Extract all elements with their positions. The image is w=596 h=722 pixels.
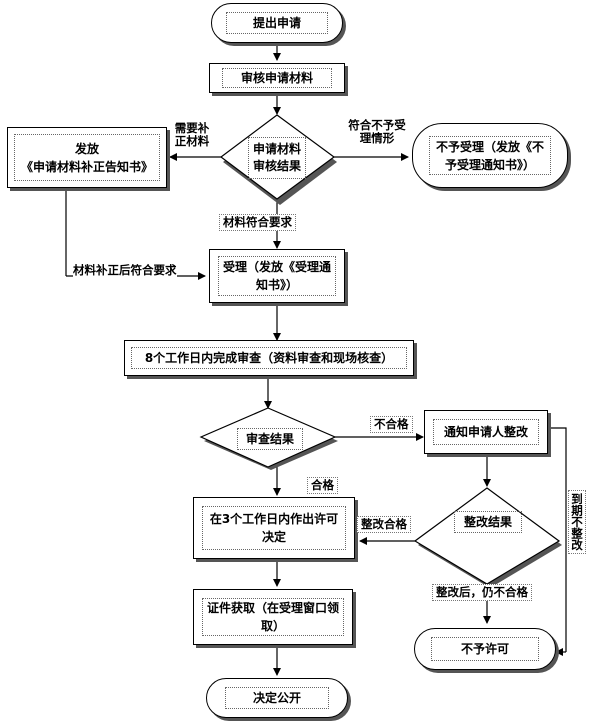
- inspection-result-text: 审查结果: [237, 428, 303, 450]
- accept-notice-text: 受理（发放《受理通知书》）: [218, 256, 336, 296]
- supplemented-ok-label: 材料补正后符合要求: [73, 263, 177, 277]
- supplement-notice-inner: 发放 《申请材料补正告知书》: [14, 134, 160, 181]
- supplement-notice-line2: 《申请材料补正告知书》: [20, 159, 153, 174]
- submit-application-node: 提出申请: [211, 3, 343, 43]
- decision-public-text: 决定公开: [225, 687, 329, 709]
- reject-notice-node: 不予受理（发放《不予受理通知书》）: [412, 123, 568, 188]
- notify-rectify-node: 通知申请人整改: [424, 410, 548, 454]
- deny-license-text: 不予许可: [431, 637, 539, 661]
- passed-label: 合格: [307, 477, 338, 494]
- submit-application-text: 提出申请: [226, 12, 328, 34]
- decision-3-days-text: 在3个工作日内作出许可决定: [202, 506, 346, 550]
- decision-public-node: 决定公开: [206, 678, 348, 718]
- inspection-result-diamond: [199, 407, 337, 468]
- deny-license-node: 不予许可: [414, 628, 556, 670]
- review-8-days-text: 8个工作日内完成审查（资料审查和现场核查）: [131, 347, 407, 369]
- review-materials-text: 审核申请材料: [222, 68, 332, 88]
- review-8-days-node: 8个工作日内完成审查（资料审查和现场核查）: [124, 340, 414, 376]
- rectify-still-failed-label: 整改后，仍不合格: [432, 584, 532, 601]
- edge-notify-overdue-to-deny: [548, 427, 567, 652]
- review-materials-node: 审核申请材料: [209, 63, 345, 93]
- supplement-notice-line1: 发放: [74, 141, 99, 156]
- accept-notice-node: 受理（发放《受理通知书》）: [209, 249, 345, 303]
- failed-label: 不合格: [370, 416, 413, 433]
- review-result-text: 申请材料审核结果: [248, 137, 306, 179]
- overdue-not-rectified-label: 到期不整改: [568, 490, 586, 554]
- decision-3-days-node: 在3个工作日内作出许可决定: [193, 497, 355, 559]
- reject-notice-text: 不予受理（发放《不予受理通知书》）: [429, 136, 551, 175]
- rectify-passed-label: 整改合格: [357, 516, 411, 533]
- rectify-result-label: 整改结果: [463, 514, 512, 529]
- license-pickup-node: 证件获取（在受理窗口领取）: [193, 589, 353, 645]
- license-pickup-text: 证件获取（在受理窗口领取）: [202, 598, 344, 636]
- supplement-notice-node: 发放 《申请材料补正告知书》: [7, 127, 167, 188]
- review-result-label: 申请材料审核结果: [252, 142, 301, 173]
- need-supplement-label: 需要补正材料: [170, 122, 214, 148]
- inspection-result-label: 审查结果: [245, 431, 294, 446]
- not-meet-conditions-label: 符合不予受理情形: [348, 118, 406, 145]
- notify-rectify-text: 通知申请人整改: [433, 419, 539, 445]
- materials-ok-label: 材料符合要求: [219, 214, 296, 231]
- rectify-result-text: 整改结果: [454, 511, 522, 533]
- rectify-result-diamond: [413, 487, 561, 585]
